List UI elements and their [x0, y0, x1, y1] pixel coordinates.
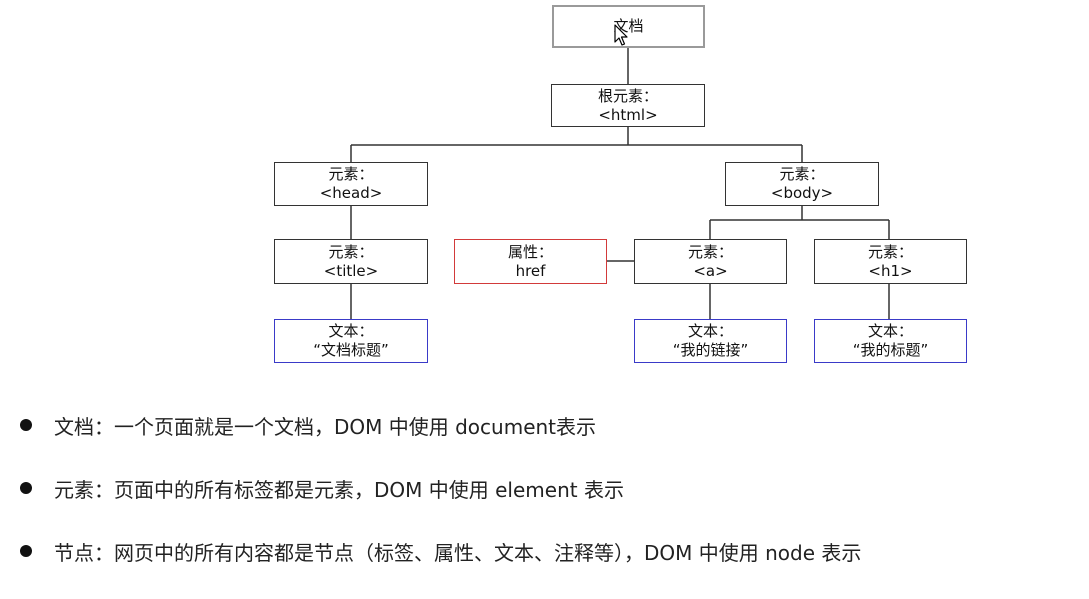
node-h1-type: 元素： [867, 242, 913, 261]
node-text-a-value: “我的链接” [672, 341, 749, 359]
mouse-pointer-icon [614, 24, 628, 46]
node-body: 元素： <body> [725, 162, 879, 206]
node-text-h1-value: “我的标题” [852, 341, 929, 359]
bullet-text-element: 元素：页面中的所有标签都是元素，DOM 中使用 element 表示 [54, 477, 624, 502]
node-h1-tag: <h1> [868, 261, 913, 280]
node-text-h1-type: 文本： [867, 322, 913, 340]
definition-list: 文档：一个页面就是一个文档，DOM 中使用 document表示 元素：页面中的… [20, 410, 861, 599]
node-text-h1: 文本： “我的标题” [814, 319, 967, 363]
list-item: 节点：网页中的所有内容都是节点（标签、属性、文本、注释等），DOM 中使用 no… [20, 536, 861, 566]
bullet-icon [20, 482, 32, 494]
list-item: 元素：页面中的所有标签都是元素，DOM 中使用 element 表示 [20, 473, 861, 503]
node-text-title-value: “文档标题” [313, 341, 389, 359]
node-text-a-type: 文本： [687, 322, 733, 340]
node-href-name: href [515, 261, 546, 280]
node-title: 元素： <title> [274, 239, 428, 284]
node-head-type: 元素： [328, 165, 374, 183]
node-head: 元素： <head> [274, 162, 428, 206]
bullet-icon [20, 419, 32, 431]
node-href-type: 属性： [507, 242, 553, 261]
node-a-type: 元素： [687, 242, 733, 261]
bullet-text-node: 节点：网页中的所有内容都是节点（标签、属性、文本、注释等），DOM 中使用 no… [54, 540, 862, 565]
node-title-type: 元素： [328, 242, 374, 261]
node-a-tag: <a> [693, 261, 728, 280]
node-attribute-href: 属性： href [454, 239, 607, 284]
node-text-title-type: 文本： [328, 322, 374, 340]
node-text-a: 文本： “我的链接” [634, 319, 787, 363]
node-text-title: 文本： “文档标题” [274, 319, 428, 363]
bullet-text-document: 文档：一个页面就是一个文档，DOM 中使用 document表示 [54, 414, 597, 439]
node-h1: 元素： <h1> [814, 239, 967, 284]
node-a: 元素： <a> [634, 239, 787, 284]
node-html: 根元素： <html> [551, 84, 705, 127]
node-body-type: 元素： [779, 165, 825, 183]
node-body-tag: <body> [770, 184, 834, 202]
node-document: 文档 [552, 5, 705, 48]
list-item: 文档：一个页面就是一个文档，DOM 中使用 document表示 [20, 410, 861, 440]
tree-connectors [350, 48, 890, 319]
node-html-tag: <html> [598, 105, 658, 124]
node-title-tag: <title> [323, 261, 379, 280]
node-head-tag: <head> [319, 184, 383, 202]
bullet-icon [20, 545, 32, 557]
node-html-type: 根元素： [597, 86, 658, 105]
